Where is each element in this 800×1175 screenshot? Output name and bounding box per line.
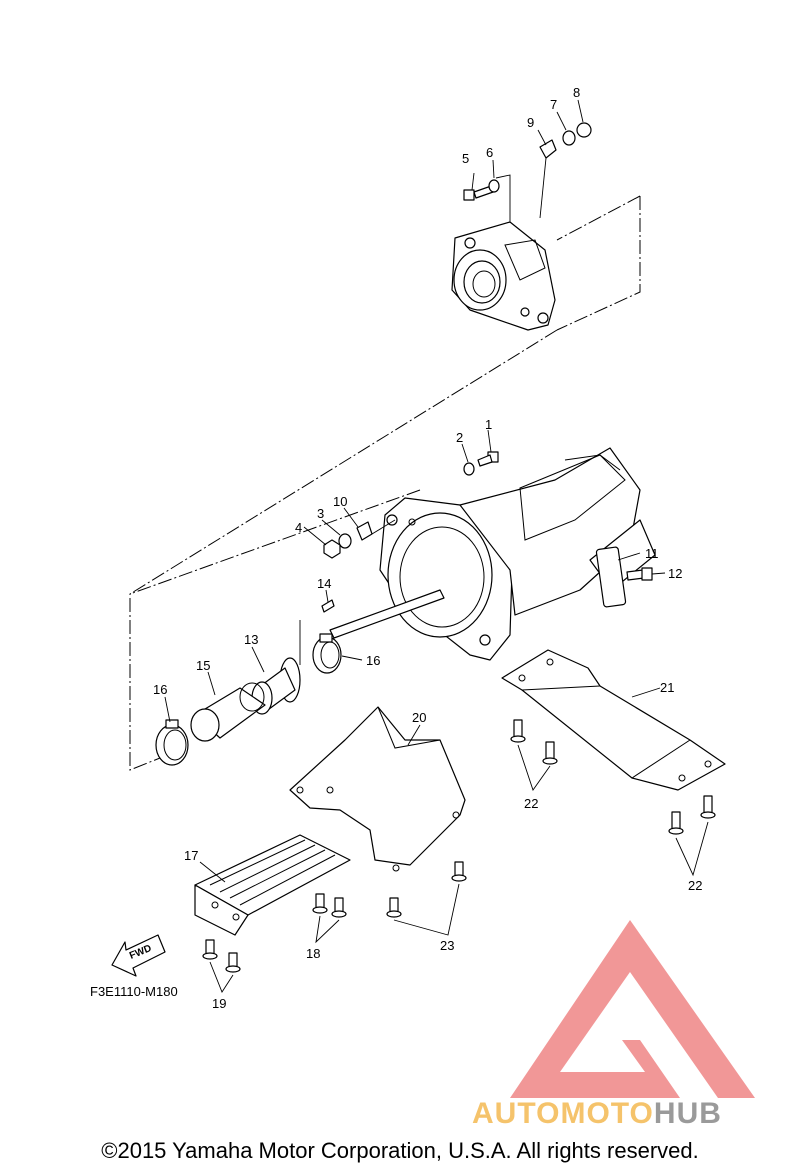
screws-18 — [312, 893, 347, 944]
screw-14 — [321, 599, 335, 613]
leader-lines-top — [471, 99, 584, 222]
watermark-text-hub: HUB — [654, 1097, 722, 1130]
callout-5: 5 — [462, 151, 469, 166]
washer-2 — [463, 462, 475, 476]
nut-8 — [576, 122, 592, 138]
reference-code: F3E1110-M180 — [90, 984, 178, 999]
bolt-1 — [477, 451, 499, 467]
hose-15 — [190, 682, 266, 742]
duct-plate-20 — [289, 706, 466, 872]
callout-4: 4 — [295, 520, 302, 535]
callout-9: 9 — [527, 115, 534, 130]
bracket-10 — [356, 521, 373, 541]
assembly-boundary — [129, 195, 641, 771]
callout-19: 19 — [212, 996, 226, 1011]
callout-10: 10 — [333, 494, 347, 509]
callout-14: 14 — [317, 576, 331, 591]
callout-15: 15 — [196, 658, 210, 673]
watermark-logo: AUTOMOTOHUB — [472, 920, 755, 1130]
callout-16a: 16 — [153, 682, 167, 697]
callout-16b: 16 — [366, 653, 380, 668]
callout-11: 11 — [645, 546, 659, 561]
callout-6: 6 — [486, 145, 493, 160]
fwd-arrow-icon: FWD — [111, 934, 166, 977]
callout-2: 2 — [456, 430, 463, 445]
callouts: 1 2 3 4 5 6 7 8 9 10 11 12 13 14 15 16 1… — [153, 85, 702, 1011]
bracket-9 — [539, 139, 557, 159]
washer-7 — [562, 130, 576, 146]
callout-18: 18 — [306, 946, 320, 961]
watermark-text-auto-moto: AUTOMOTO — [472, 1097, 654, 1130]
callout-12: 12 — [668, 566, 682, 581]
callout-13: 13 — [244, 632, 258, 647]
svg-text:AUTOMOTOHUB: AUTOMOTOHUB — [472, 1097, 722, 1130]
callout-21: 21 — [660, 680, 674, 695]
callout-23: 23 — [440, 938, 454, 953]
callout-17: 17 — [184, 848, 198, 863]
grate-17 — [194, 834, 351, 936]
bearing-housing — [451, 221, 556, 331]
callout-8: 8 — [573, 85, 580, 100]
callout-3: 3 — [317, 506, 324, 521]
nut-4 — [323, 539, 341, 559]
leader-lines-mid — [299, 429, 666, 665]
washer-3 — [338, 533, 352, 549]
screws-23 — [386, 861, 467, 936]
jet-pump-housing — [379, 447, 656, 661]
callout-1: 1 — [485, 417, 492, 432]
clamp-16-rear — [312, 633, 342, 674]
parts-diagram: FWD F3E1110-M180 1 2 3 4 5 6 7 8 9 10 11… — [90, 85, 755, 1130]
screws-19 — [202, 939, 241, 993]
callout-22b: 22 — [688, 878, 702, 893]
callout-22a: 22 — [524, 796, 538, 811]
screws-22 — [510, 719, 716, 877]
callout-20: 20 — [412, 710, 426, 725]
callout-7: 7 — [550, 97, 557, 112]
plate-21 — [501, 649, 726, 791]
copyright-notice: ©2015 Yamaha Motor Corporation, U.S.A. A… — [101, 1138, 699, 1163]
washer-6 — [488, 179, 500, 193]
clamp-16-front — [155, 719, 189, 766]
leader-lines-hose — [164, 646, 363, 723]
drive-shaft — [329, 589, 445, 639]
